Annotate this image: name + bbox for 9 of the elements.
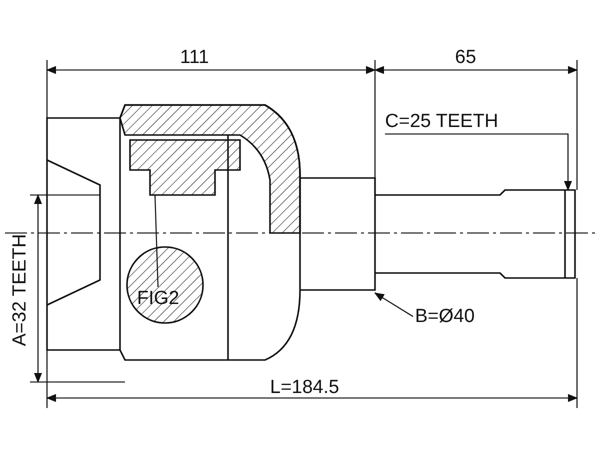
callout-label: C=25 TEETH: [385, 112, 498, 131]
leader-line: [154, 194, 159, 288]
dimension-text: 111: [180, 48, 209, 67]
dimension-text: 65: [455, 48, 476, 67]
callout-label: B=Ø40: [415, 307, 475, 326]
dimension-text: A=32 TEETH: [10, 234, 30, 346]
leader-line: [374, 292, 414, 317]
dimension-text: L=184.5: [270, 378, 340, 397]
leader-line: [385, 133, 572, 191]
